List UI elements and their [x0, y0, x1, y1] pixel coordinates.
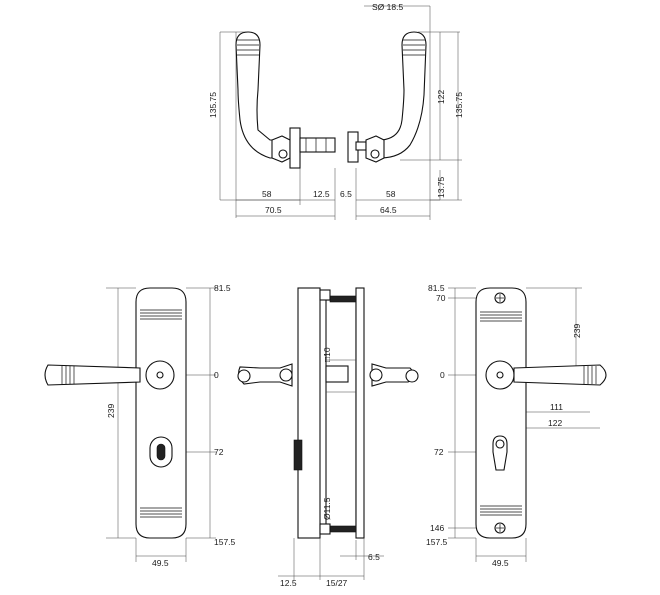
rose-diameter-label: SØ 18.5: [372, 2, 403, 12]
right-length-label: 58: [386, 189, 396, 199]
spindle-label: □10: [322, 347, 332, 362]
front-right-width-label: 49.5: [492, 558, 509, 568]
left-total-label: 70.5: [265, 205, 282, 215]
side-thickness-a-label: 12.5: [280, 578, 297, 588]
front-right-cylinder-label: 72: [434, 447, 444, 457]
side-view: □10 Ø11.5 6.5 12.5 15/27: [237, 287, 419, 588]
right-offset-label: 13.75: [436, 176, 446, 198]
left-length-label: 58: [262, 189, 272, 199]
front-right-screw-bottom-label: 146: [430, 523, 444, 533]
front-left-height-label: 239: [106, 404, 116, 418]
front-right-zero-label: 0: [440, 370, 445, 380]
top-view: SØ 18.5 135.75 122 135.75 13.75 58 12.5 …: [208, 2, 464, 220]
right-total-label: 64.5: [380, 205, 397, 215]
front-view-left: 81.5 0 72 157.5 239 49.5: [44, 283, 236, 568]
front-left-cylinder-label: 72: [214, 447, 224, 457]
front-right-screw-top-label: 70: [436, 293, 446, 303]
side-thickness-b-label: 15/27: [326, 578, 348, 588]
front-left-bottom-label: 157.5: [214, 537, 236, 547]
left-height-label: 135.75: [208, 92, 218, 118]
front-right-bottom-label: 157.5: [426, 537, 448, 547]
gap-right-label: 6.5: [340, 189, 352, 199]
right-height-a-label: 122: [436, 90, 446, 104]
side-offset-label: 6.5: [368, 552, 380, 562]
right-height-b-label: 135.75: [454, 92, 464, 118]
front-left-top-label: 81.5: [214, 283, 231, 293]
front-right-lever-a-label: 111: [550, 402, 563, 412]
gap-left-label: 12.5: [313, 189, 330, 199]
front-view-right: 81.5 70 0 72 146 157.5 239 111 122 49.5: [426, 283, 607, 568]
front-left-zero-label: 0: [214, 370, 219, 380]
front-left-width-label: 49.5: [152, 558, 169, 568]
bolt-label: Ø11.5: [322, 497, 332, 520]
front-right-height-label: 239: [572, 324, 582, 338]
front-right-top-label: 81.5: [428, 283, 445, 293]
front-right-lever-b-label: 122: [548, 418, 562, 428]
